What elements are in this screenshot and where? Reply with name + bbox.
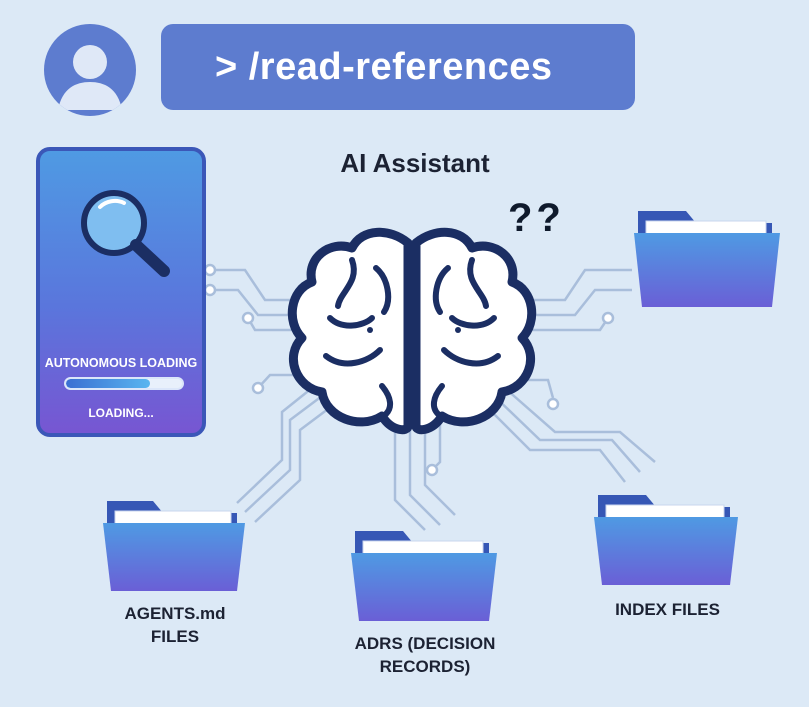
brain-icon — [287, 227, 537, 435]
folder-icon — [634, 211, 780, 307]
folder-caption-index: INDEX FILES — [590, 598, 745, 621]
caption-line: RECORDS) — [379, 657, 471, 676]
caption-line: AGENTS.md — [124, 604, 226, 623]
loading-status: LOADING... — [88, 406, 154, 420]
loading-title: AUTONOMOUS LOADING — [44, 356, 198, 370]
folder-caption-agents: AGENTS.md FILES — [95, 602, 255, 648]
loading-progress-bar — [64, 377, 184, 390]
autonomous-loading-card: AUTONOMOUS LOADING LOADING... — [36, 147, 206, 437]
folder-icon — [103, 501, 245, 591]
user-avatar — [44, 24, 136, 116]
diagram-title: AI Assistant — [340, 148, 490, 178]
user-icon — [58, 45, 122, 110]
command-text: > /read-references — [215, 45, 553, 88]
folder-icon — [594, 495, 738, 585]
folder-icon — [351, 531, 497, 621]
circuit-traces — [210, 268, 656, 531]
loading-progress-fill — [66, 379, 150, 388]
question-marks: ?? — [508, 196, 565, 240]
caption-line: INDEX FILES — [615, 600, 720, 619]
caption-line: FILES — [150, 627, 200, 646]
magnifier-icon — [81, 190, 170, 277]
command-input-bar[interactable]: > /read-references — [161, 24, 635, 110]
folder-caption-adrs: ADRS (DECISION RECORDS) — [330, 632, 520, 678]
caption-line: ADRS (DECISION — [354, 634, 496, 653]
